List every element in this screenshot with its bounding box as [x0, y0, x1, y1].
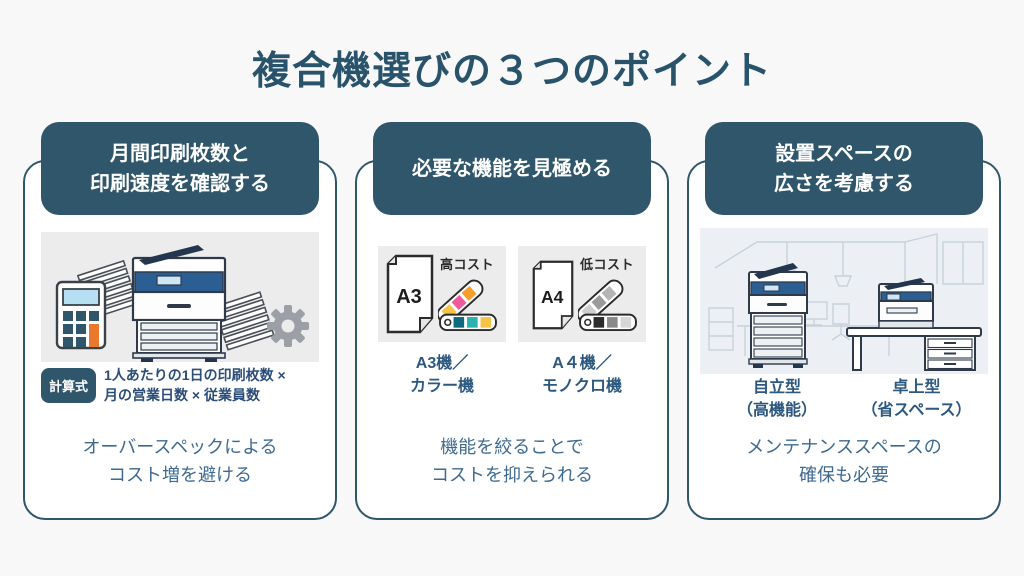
- a4-machine-label: A４機／ モノクロ機: [541, 355, 622, 396]
- point-1-illustration: [41, 232, 319, 362]
- point-3-header-line1: 設置スペースの: [775, 142, 913, 165]
- desk-icon: [846, 327, 982, 371]
- card-point-1: 月間印刷枚数と 印刷速度を確認する: [23, 122, 337, 520]
- point-1-header: 月間印刷枚数と 印刷速度を確認する: [41, 122, 319, 215]
- calculator-icon: [55, 280, 107, 350]
- copier-icon: [131, 245, 227, 362]
- point-1-note: オーバースペックによる コスト増を避ける: [82, 437, 278, 485]
- svg-text:A4: A4: [541, 287, 564, 307]
- point-3-header-line2: 広さを考慮する: [774, 172, 914, 195]
- office-scene: [708, 233, 984, 371]
- gear-icon: [267, 305, 309, 347]
- a3-machine-label: A3機／ カラー機: [409, 355, 474, 396]
- mono-swatch-icon: [578, 279, 637, 332]
- point-3-note: メンテナンススペースの 確保も必要: [746, 437, 942, 485]
- svg-text:A3: A3: [396, 286, 422, 308]
- point-2-header-line1: 必要な機能を見極める: [412, 157, 612, 180]
- floor-type-label: 自立型 （高機能）: [736, 379, 817, 420]
- cost-tag-high: 高コスト: [440, 257, 495, 272]
- color-swatch-icon: [438, 279, 497, 332]
- a4-mono-box: A4 低コスト: [518, 246, 646, 342]
- floor-copier-icon: [748, 263, 808, 368]
- desktop-printer-icon: [878, 278, 934, 329]
- point-2-header: 必要な機能を見極める: [373, 122, 651, 215]
- formula-badge: 計算式: [41, 368, 97, 404]
- page-title: 複合機選びの３つのポイント: [251, 50, 772, 93]
- formula-row: 計算式 1人あたりの1日の印刷枚数 × 月の営業日数 × 従業員数: [41, 366, 286, 405]
- point-2-illustrations: A3 高コスト: [357, 246, 667, 342]
- formula-text: 1人あたりの1日の印刷枚数 × 月の営業日数 × 従業員数: [104, 367, 286, 403]
- a4-paper-icon: A4: [532, 260, 574, 330]
- point-1-header-line1: 月間印刷枚数と: [110, 142, 250, 165]
- card-point-3: 設置スペースの 広さを考慮する: [687, 122, 1001, 520]
- cost-tag-low: 低コスト: [580, 257, 635, 272]
- point-3-illustration: [700, 228, 988, 374]
- point-1-header-line2: 印刷速度を確認する: [90, 172, 270, 195]
- a3-paper-icon: A3: [386, 254, 434, 334]
- a3-color-box: A3 高コスト: [378, 246, 506, 342]
- point-3-header: 設置スペースの 広さを考慮する: [705, 122, 983, 215]
- desktop-type-label: 卓上型 （省スペース）: [861, 379, 972, 420]
- point-2-note: 機能を絞ることで コストを抑えられる: [431, 437, 593, 485]
- copier-calculator-gear-illustration: [55, 245, 309, 362]
- card-point-2: 必要な機能を見極める A3 高コスト: [355, 122, 669, 520]
